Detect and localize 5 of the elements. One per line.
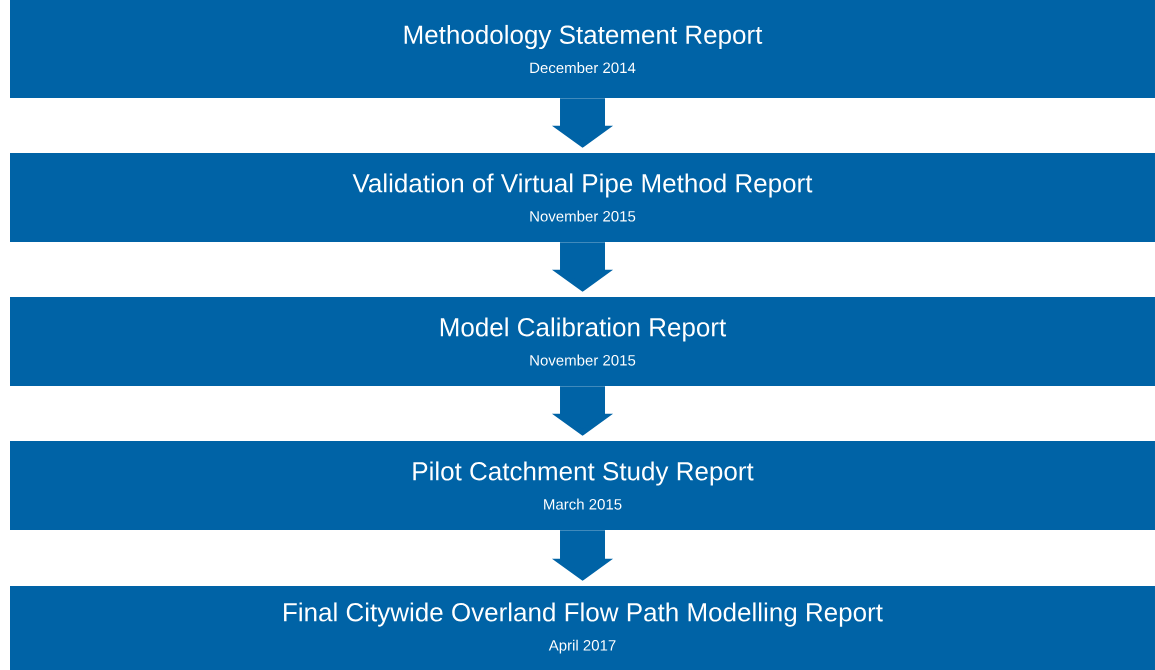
report-box: Final Citywide Overland Flow Path Modelling Report April 2017 [10,586,1155,670]
report-box: Methodology Statement Report December 2014 [10,0,1155,98]
report-box: Validation of Virtual Pipe Method Report November 2015 [10,153,1155,242]
report-box: Pilot Catchment Study Report March 2015 [10,441,1155,530]
report-box: Model Calibration Report November 2015 [10,297,1155,386]
